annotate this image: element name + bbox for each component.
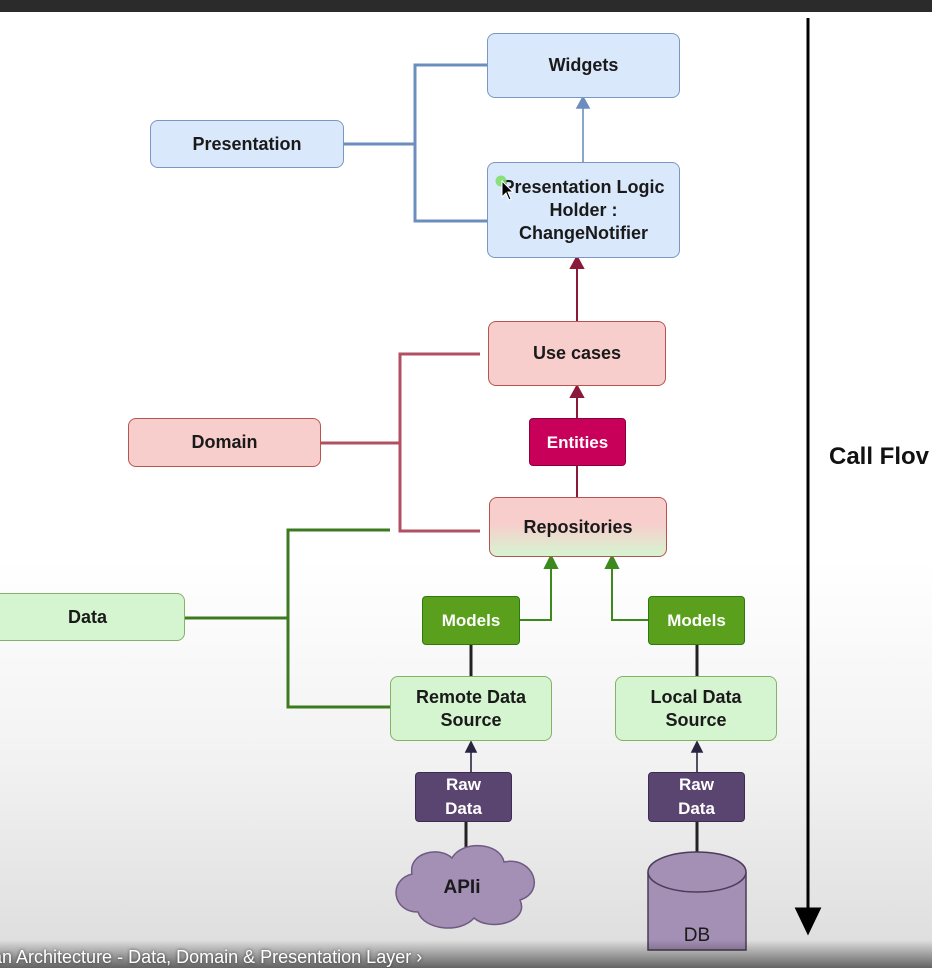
presentation-node: Presentation	[150, 120, 344, 168]
logic-holder-node: Presentation Logic Holder : ChangeNotifi…	[487, 162, 680, 258]
data-label: Data	[67, 606, 107, 627]
models-local-node: Models	[648, 596, 745, 645]
remote-data-source-label-2: Source	[440, 709, 502, 730]
models-remote-node: Models	[422, 596, 520, 645]
presentation-bracket	[343, 63, 487, 223]
local-data-source-node: Local Data Source	[615, 676, 777, 741]
call-flow-arrow	[794, 18, 822, 936]
raw-data-remote-node: Raw Data	[415, 772, 512, 822]
widgets-label: Widgets	[548, 55, 619, 75]
raw-data-local-node: Raw Data	[648, 772, 745, 822]
video-title-link[interactable]: an Architecture - Data, Domain & Present…	[0, 947, 423, 967]
remote-data-source-node: Remote Data Source	[390, 676, 552, 741]
widgets-arrow	[575, 95, 591, 162]
widgets-node: Widgets	[487, 33, 680, 98]
domain-node: Domain	[128, 418, 321, 467]
remote-data-source-label-1: Remote Data	[415, 686, 527, 707]
entities-arrows	[569, 383, 585, 497]
raw-data-local-label-2: Data	[678, 799, 715, 818]
logic-holder-label-1: Presentation Logic	[502, 176, 665, 197]
data-bracket	[185, 528, 390, 709]
use-cases-node: Use cases	[488, 321, 666, 386]
video-caption-overlay	[0, 940, 932, 968]
entities-node: Entities	[529, 418, 626, 466]
call-flow-label: Call Flov	[829, 443, 930, 470]
local-data-source-label-2: Source	[665, 709, 727, 730]
raw-data-arrows	[464, 740, 704, 772]
raw-data-remote-label-1: Raw	[446, 775, 481, 794]
entities-label: Entities	[546, 432, 609, 452]
api-cloud: APIi	[412, 872, 512, 902]
models-source-links	[469, 645, 699, 676]
logic-holder-label-2: Holder :	[549, 199, 618, 220]
top-bar	[0, 0, 932, 12]
usecases-arrow	[569, 254, 585, 321]
models-local-label: Models	[667, 611, 726, 630]
domain-bracket	[321, 352, 480, 533]
models-remote-label: Models	[441, 611, 501, 630]
data-node: Data	[0, 593, 185, 641]
api-cloud-shape	[395, 844, 535, 929]
repositories-node: Repositories	[489, 497, 667, 557]
mouse-cursor-icon	[495, 175, 515, 201]
raw-data-local-label-1: Raw	[679, 775, 714, 794]
db-cylinder-shape	[647, 851, 747, 951]
domain-label: Domain	[191, 432, 258, 452]
local-data-source-label-1: Local Data	[650, 686, 742, 707]
models-arrows	[520, 553, 648, 621]
use-cases-label: Use cases	[532, 343, 622, 363]
logic-holder-label-3: ChangeNotifier	[518, 222, 648, 243]
api-label: APIi	[443, 876, 481, 898]
repositories-label: Repositories	[523, 516, 633, 537]
raw-data-remote-label-2: Data	[445, 799, 482, 818]
presentation-label: Presentation	[192, 133, 302, 154]
raw-data-links	[464, 822, 699, 858]
